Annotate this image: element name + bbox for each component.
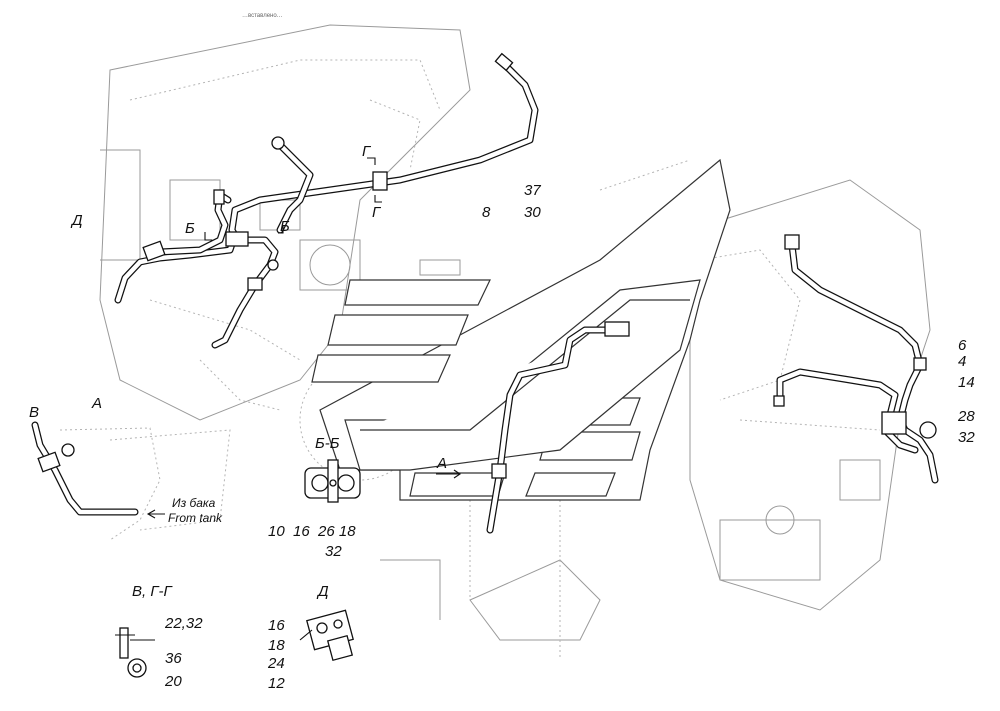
fuel-pipe-fittings-top: [142, 52, 514, 291]
fuel-pipe-tank: [486, 321, 630, 534]
view-a-title: А: [92, 395, 103, 412]
part-number-8: 8: [482, 204, 491, 221]
section-bb-title: Б-Б: [315, 435, 340, 452]
right-part-4: 4: [958, 353, 967, 370]
section-vgg-parts-1: 22,32: [165, 615, 203, 632]
fuel-pipe-right: [773, 234, 939, 484]
right-part-6: 6: [958, 337, 967, 354]
right-part-14: 14: [958, 374, 975, 391]
view-a-pipe: [31, 421, 165, 541]
view-d-marker: Д: [72, 212, 83, 229]
view-a-arrow: [436, 469, 461, 479]
view-v-marker: В: [29, 404, 40, 421]
view-d-title: Д: [318, 583, 329, 600]
from-tank-ru: Из бака: [172, 496, 216, 510]
view-d-part-12: 12: [268, 675, 285, 692]
section-vgg-clip: [115, 627, 155, 678]
section-g-top: Г: [362, 143, 371, 160]
section-markers-top: [204, 157, 382, 241]
part-number-37: 37: [524, 182, 541, 199]
view-d-part-24: 24: [268, 655, 285, 672]
section-bb-parts: 10 16 26 18: [268, 523, 356, 540]
view-d-part-18: 18: [268, 637, 285, 654]
section-vgg-title: В, Г-Г: [132, 583, 172, 600]
section-b-right: Б: [280, 218, 290, 235]
section-g-bottom: Г: [372, 204, 381, 221]
section-bb-clamp: [304, 459, 361, 503]
section-b-left: Б: [185, 220, 195, 237]
from-tank-en: From tank: [168, 511, 223, 525]
view-d-part-16: 16: [268, 617, 285, 634]
right-part-28: 28: [958, 408, 975, 425]
section-vgg-parts-2: 36: [165, 650, 182, 667]
view-a-arrow-label: А: [437, 455, 448, 472]
right-part-32: 32: [958, 429, 975, 446]
document-code: …вставлено…: [242, 13, 283, 19]
part-number-30: 30: [524, 204, 541, 221]
section-bb-part-32: 32: [325, 543, 342, 560]
view-d-fitting: [299, 609, 354, 662]
section-vgg-parts-3: 20: [165, 673, 182, 690]
